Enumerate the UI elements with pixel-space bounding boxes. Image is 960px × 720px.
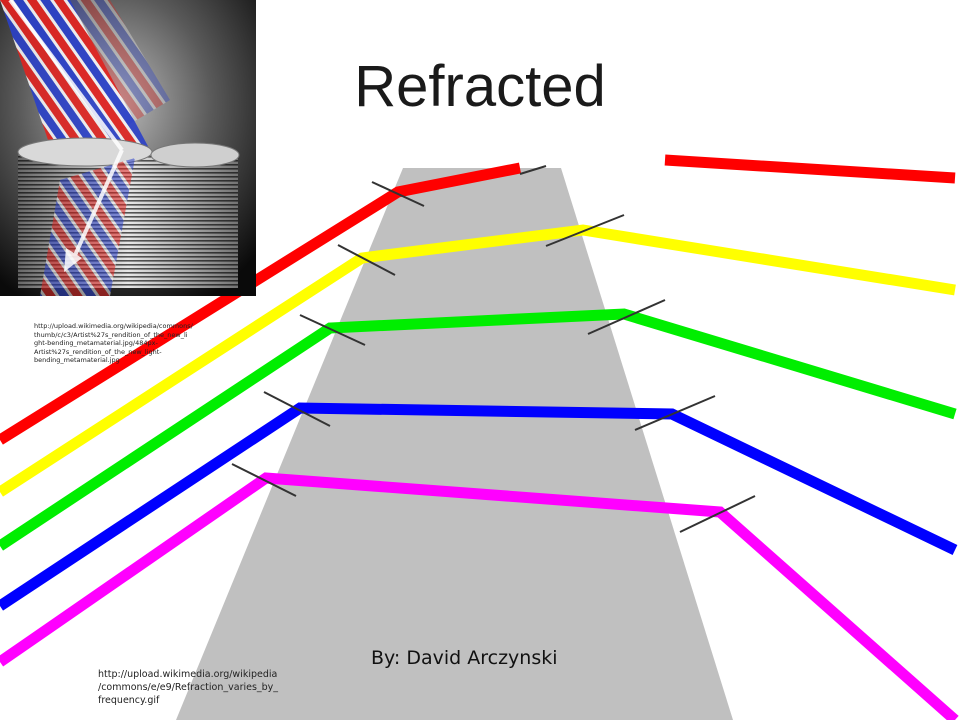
arrowhead-icon [64,248,82,272]
ray-arrows [8,0,124,272]
ray-blue [0,402,958,611]
normal-yellow-exit [545,214,625,247]
prism [176,168,733,720]
ray-red-exit [664,154,956,184]
normal-green-exit [587,299,666,335]
normal-red-exit [519,165,547,175]
metamaterial-inset-image [0,0,256,296]
image-credit-url-2: http://upload.wikimedia.org/wikipedia /c… [98,669,279,706]
slide-title: Refracted [354,54,606,119]
normal-yellow-entry [337,244,396,276]
normal-magenta-entry [231,463,297,497]
image-credit-url-1: http://upload.wikimedia.org/wikipedia/co… [34,322,193,365]
author-byline: By: David Arczynski [371,647,558,669]
normal-magenta-exit [679,495,756,533]
ray-yellow [0,224,956,497]
normal-lines [231,165,756,533]
normal-blue-exit [634,395,716,431]
ray-magenta [0,472,959,720]
normal-green-entry [299,314,366,346]
normal-blue-entry [263,391,331,427]
wave-glow-top [0,0,170,130]
refracted-arrow [70,149,124,263]
normal-red-entry [371,181,425,207]
incident-arrow [8,0,124,152]
ray-green [0,308,957,551]
ray-red [0,162,522,445]
